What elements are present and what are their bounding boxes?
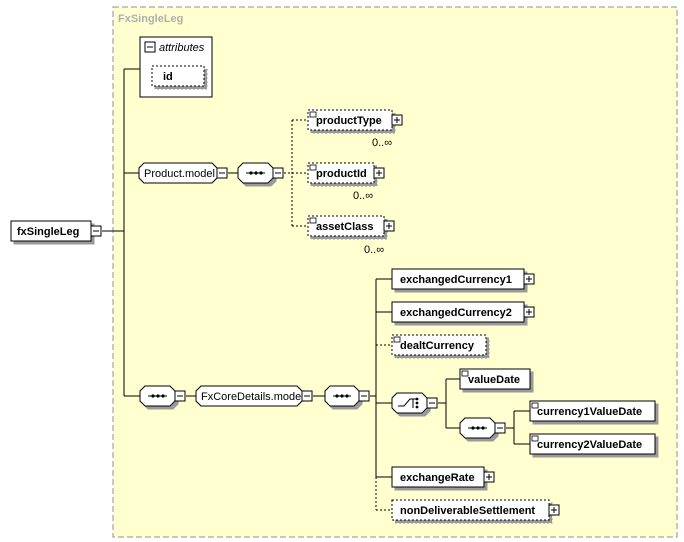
element-label: currency1ValueDate — [537, 406, 642, 418]
element-product-id[interactable]: productId 0..∞ — [307, 162, 385, 202]
element-non-deliverable-settlement[interactable]: nonDeliverableSettlement — [391, 499, 560, 521]
expand-icon[interactable] — [548, 504, 560, 516]
choice-compositor[interactable] — [391, 392, 438, 414]
element-product-type[interactable]: productType 0..∞ — [307, 109, 403, 149]
element-value-date[interactable]: valueDate — [459, 368, 531, 390]
collapse-icon[interactable] — [90, 225, 102, 237]
element-label: assetClass — [316, 221, 374, 233]
element-label: exchangedCurrency1 — [400, 274, 512, 286]
element-label: currency2ValueDate — [537, 439, 642, 451]
element-label: productType — [316, 115, 382, 127]
expand-icon[interactable] — [391, 114, 403, 126]
collapse-icon[interactable] — [144, 41, 156, 53]
attributes-title: attributes — [159, 42, 205, 54]
product-model-group[interactable]: Product.model — [138, 162, 228, 184]
element-label: valueDate — [468, 374, 520, 386]
expand-icon[interactable] — [383, 220, 395, 232]
occurrence-label: 0..∞ — [364, 244, 384, 256]
attributes-group: attributes id — [139, 36, 213, 98]
element-label: exchangedCurrency2 — [400, 307, 512, 319]
collapse-icon[interactable] — [426, 397, 438, 409]
collapse-icon[interactable] — [494, 422, 506, 434]
sequence-compositor[interactable] — [237, 162, 284, 184]
expand-icon[interactable] — [523, 273, 535, 285]
expand-icon[interactable] — [523, 306, 535, 318]
sequence-compositor[interactable] — [139, 385, 186, 407]
element-exchange-rate[interactable]: exchangeRate — [391, 466, 495, 488]
expand-icon[interactable] — [373, 167, 385, 179]
attribute-id-label: id — [163, 71, 173, 83]
element-asset-class[interactable]: assetClass 0..∞ — [307, 215, 395, 256]
element-currency-1-value-date[interactable]: currency1ValueDate — [529, 400, 656, 422]
element-label: exchangeRate — [400, 472, 475, 484]
element-currency-2-value-date[interactable]: currency2ValueDate — [529, 433, 656, 455]
collapse-icon[interactable] — [216, 167, 228, 179]
element-label: productId — [316, 168, 367, 180]
collapse-icon[interactable] — [174, 390, 186, 402]
expand-icon[interactable] — [483, 471, 495, 483]
collapse-icon[interactable] — [358, 390, 370, 402]
root-element[interactable]: fxSingleLeg — [10, 220, 102, 242]
element-exchanged-currency-2[interactable]: exchangedCurrency2 — [391, 301, 535, 323]
connectors — [102, 68, 530, 511]
fxcore-details-model-label: FxCoreDetails.model — [201, 391, 304, 403]
element-exchanged-currency-1[interactable]: exchangedCurrency1 — [391, 268, 535, 290]
attribute-id-box[interactable] — [151, 65, 205, 87]
fxcore-details-model-group[interactable]: FxCoreDetails.model — [195, 385, 313, 407]
occurrence-label: 0..∞ — [353, 190, 373, 202]
occurrence-label: 0..∞ — [372, 137, 392, 149]
collapse-icon[interactable] — [301, 390, 313, 402]
frame-title: FxSingleLeg — [118, 13, 183, 25]
element-label: nonDeliverableSettlement — [400, 505, 535, 517]
sequence-compositor[interactable] — [459, 417, 506, 439]
collapse-icon[interactable] — [272, 167, 284, 179]
sequence-compositor[interactable] — [324, 385, 370, 407]
root-element-label: fxSingleLeg — [17, 226, 79, 238]
element-dealt-currency[interactable]: dealtCurrency — [391, 334, 487, 356]
product-model-label: Product.model — [144, 168, 215, 180]
element-label: dealtCurrency — [400, 340, 475, 352]
